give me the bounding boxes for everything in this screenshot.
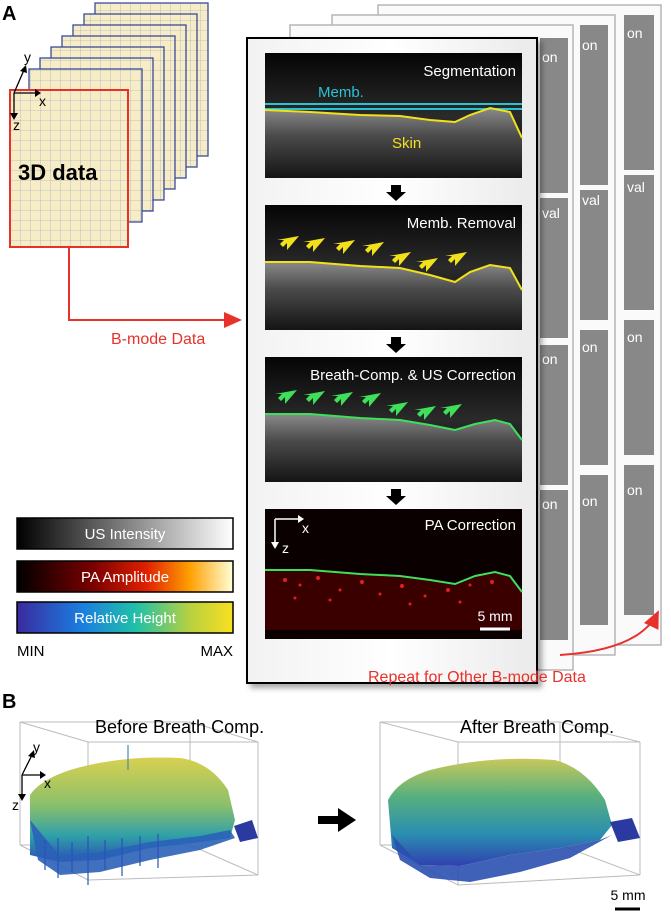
repeat-label: Repeat for Other B-mode Data — [368, 669, 586, 686]
ghost-label: val — [582, 192, 600, 208]
ghost-label: on — [627, 25, 643, 41]
down-arrow — [386, 337, 406, 353]
ghost-label: on — [627, 482, 643, 498]
noise-spikes — [44, 745, 159, 885]
scale-label: 5 mm — [611, 887, 646, 903]
processing-panel: Segmentation Memb. Skin Memb. Removal — [246, 37, 538, 684]
after-title: After Breath Comp. — [460, 717, 614, 737]
transition-arrow — [318, 808, 356, 832]
surface-after: After Breath Comp. 5 mm — [379, 717, 646, 911]
step-title: Breath-Comp. & US Correction — [310, 367, 516, 384]
axis-x-label: x — [44, 775, 51, 791]
repeat-arrow: Repeat for Other B-mode Data — [368, 610, 659, 686]
colorbar-label: US Intensity — [85, 526, 166, 543]
step-title: Segmentation — [423, 63, 516, 80]
colorbar-us: US Intensity — [16, 517, 234, 550]
axis-y-label: y — [24, 49, 31, 65]
bmode-arrow: B-mode Data — [68, 247, 242, 348]
axis-arrowhead — [35, 89, 41, 97]
bmode-label: B-mode Data — [111, 331, 205, 348]
ghost-label: on — [542, 49, 558, 65]
step-membrane-removal: Memb. Removal — [265, 205, 523, 330]
b-axes — [21, 754, 40, 794]
stack-title: 3D data — [18, 160, 98, 185]
colorbar-label: PA Amplitude — [81, 569, 169, 586]
colorbar-max: MAX — [200, 643, 233, 660]
colorbar-label: Relative Height — [74, 610, 177, 627]
step-title: Memb. Removal — [407, 215, 516, 232]
skin-label: Skin — [392, 135, 421, 152]
axis-x-label: x — [39, 93, 46, 109]
ghost-label: val — [627, 179, 645, 195]
colorbar-height: Relative Height — [16, 601, 234, 634]
before-title: Before Breath Comp. — [95, 717, 264, 737]
colorbar-legend: US Intensity PA Amplitude Relative Heigh… — [16, 517, 234, 660]
axis-z-label: z — [282, 540, 289, 556]
ghost-label: on — [582, 37, 598, 53]
down-arrow — [386, 489, 406, 505]
step-title: PA Correction — [425, 517, 516, 534]
ghost-label: on — [627, 329, 643, 345]
3d-data-stack: 3D data y x z — [9, 2, 209, 248]
axis-x-label: x — [302, 520, 309, 536]
step-segmentation: Segmentation Memb. Skin — [264, 53, 523, 178]
step-pa-correction: PA Correction x z 5 mm — [265, 509, 523, 639]
panel-b-label: B — [2, 691, 16, 713]
memb-label: Memb. — [318, 84, 364, 101]
down-arrow — [386, 185, 406, 201]
colorbar-pa: PA Amplitude — [16, 560, 234, 593]
pa-signal-dots — [283, 576, 494, 606]
axis-arrowhead — [40, 771, 46, 779]
scale-label: 5 mm — [478, 608, 513, 624]
green-arrows — [275, 390, 462, 420]
axis-arrowhead — [10, 113, 18, 120]
ghost-label: on — [542, 351, 558, 367]
axis-z-label: z — [13, 117, 20, 133]
colorbar-min: MIN — [17, 643, 45, 660]
ghost-label: on — [582, 339, 598, 355]
axis-arrowhead — [20, 65, 27, 73]
surface-before: Before Breath Comp. y x z — [12, 717, 264, 885]
axis-y-label: y — [33, 739, 40, 755]
step-breath-comp: Breath-Comp. & US Correction — [265, 357, 523, 482]
pa-axes — [271, 515, 304, 549]
ghost-label: on — [582, 493, 598, 509]
yellow-arrows — [277, 236, 467, 272]
axis-arrowhead — [28, 750, 35, 758]
ghost-label: on — [542, 496, 558, 512]
axis-arrowhead — [18, 794, 26, 801]
stack-axes — [13, 69, 35, 113]
axis-z-label: z — [12, 797, 19, 813]
ghost-label: val — [542, 205, 560, 221]
panel-a-label: A — [2, 3, 16, 25]
